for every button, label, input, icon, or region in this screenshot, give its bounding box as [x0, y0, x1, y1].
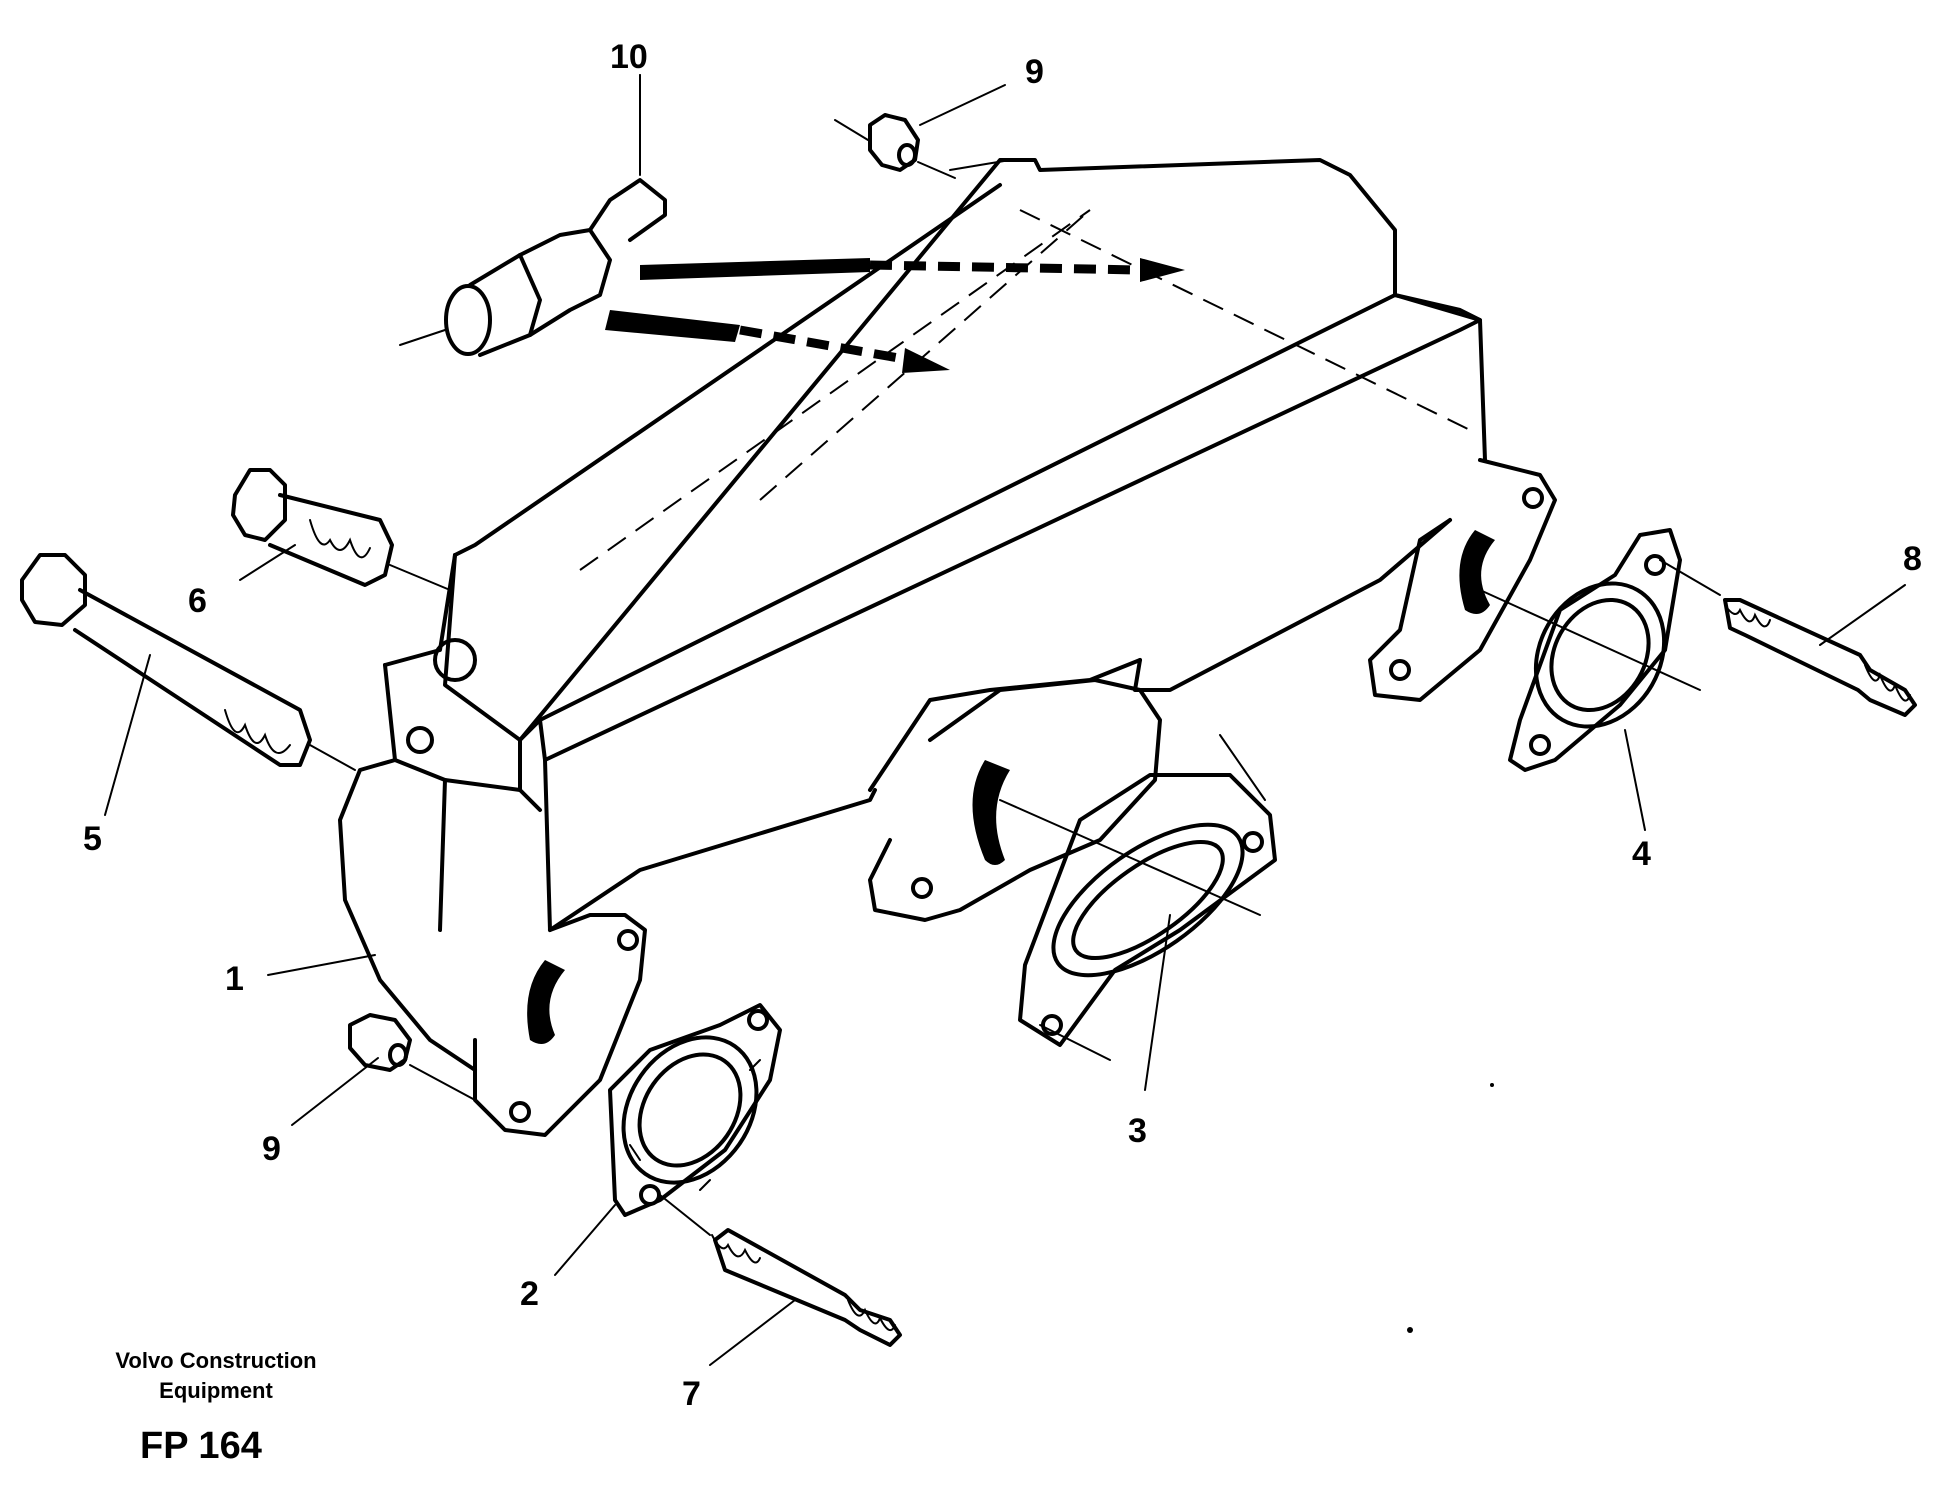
- callout-9-bottom: 9: [262, 1130, 281, 1168]
- callout-10: 10: [610, 38, 648, 76]
- bolt-5: [20, 553, 356, 771]
- callout-7: 7: [682, 1375, 701, 1413]
- callout-labels: 10 9 6 5 1 9 2 7 3 4 8: [83, 38, 1922, 1413]
- gasket-4: [1479, 528, 1701, 772]
- stud-7: [659, 1194, 902, 1347]
- callout-5: 5: [83, 820, 102, 858]
- exhaust-manifold: [338, 158, 1557, 1137]
- flow-arrows: [605, 258, 1185, 373]
- nut-bottom: [348, 1013, 476, 1101]
- callout-8: 8: [1903, 540, 1922, 578]
- callout-6: 6: [188, 582, 207, 620]
- publisher-name-line2: Equipment: [159, 1378, 273, 1403]
- bolt-6: [231, 468, 451, 591]
- nut-top: [834, 113, 956, 179]
- publisher-name-line1: Volvo Construction: [115, 1348, 317, 1373]
- print-speck: [1490, 1083, 1494, 1087]
- callout-3: 3: [1128, 1112, 1147, 1150]
- callout-1: 1: [225, 960, 244, 998]
- callout-4: 4: [1632, 835, 1651, 873]
- print-speck: [1407, 1327, 1413, 1333]
- callout-9-top: 9: [1025, 53, 1044, 91]
- gasket-3: [999, 773, 1277, 1061]
- gasket-2: [608, 1003, 782, 1217]
- leader-lines: [104, 74, 1906, 1366]
- figure-number: FP 164: [140, 1425, 262, 1467]
- callout-2: 2: [520, 1275, 539, 1313]
- stud-8: [1659, 559, 1917, 717]
